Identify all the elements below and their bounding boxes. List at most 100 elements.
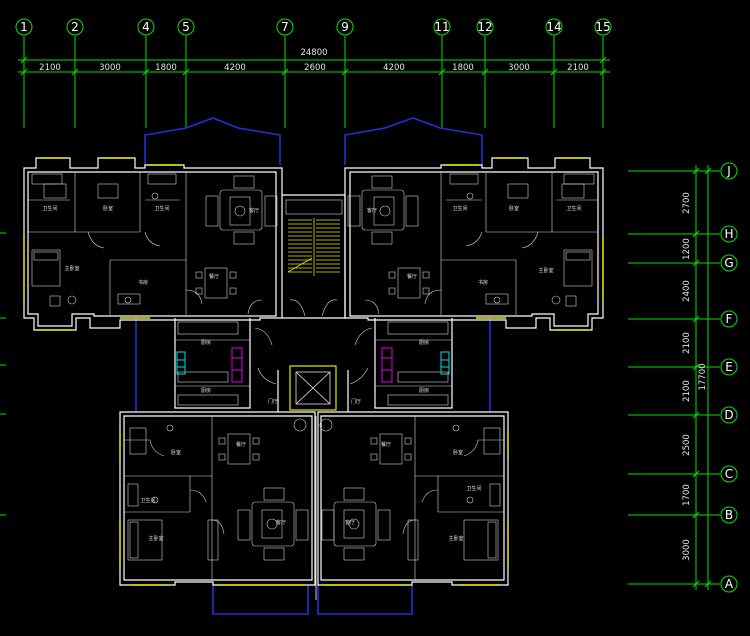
top-dimensions: 24800 2100 3000 1800 4200 2600 4200 1800… [39,48,589,73]
living-furniture-upper-left [205,175,278,245]
column-axis-bubbles: 1 2 4 5 7 9 11 12 14 15 [15,18,612,36]
dim-4-5: 1800 [155,63,177,73]
axis-bubble-15: 15 [594,18,612,36]
axis-bubble-4: 4 [137,18,155,36]
room-label-master-bedroom-ll: 主卧室 [148,535,163,542]
svg-text:9: 9 [341,20,349,34]
axis-bubble-7: 7 [276,18,294,36]
svg-text:A: A [725,577,734,591]
bay-window-bottom-right [317,585,413,615]
dim-14-15: 2100 [567,63,589,73]
room-label-guest-bath-ur: 卫生间 [566,205,581,212]
svg-text:J: J [726,164,731,178]
room-label-living-ll: 客厅 [276,519,286,526]
dim-5-7: 4200 [224,63,246,73]
living-furniture-upper-right [347,175,419,245]
svg-text:5: 5 [182,20,190,34]
dim-2-4: 3000 [99,63,121,73]
room-label-bedroom-ul: 卧室 [103,205,113,212]
room-label-living-ur: 客厅 [367,207,377,214]
axis-bubble-12: 12 [476,18,494,36]
dim-11-12: 1800 [452,63,474,73]
dim-9-11: 4200 [383,63,405,73]
dim-G-F: 2400 [682,280,692,302]
svg-text:4: 4 [142,20,150,34]
dim-J-H: 2700 [682,192,692,214]
dining-tables [195,267,430,465]
axis-bubble-A: A [720,575,738,593]
room-label-living-ul: 客厅 [249,207,259,214]
dim-B-A: 3000 [682,539,692,561]
room-label-master-bedroom-ur: 主卧室 [538,267,553,274]
dim-7-9: 2600 [304,63,326,73]
room-label-master-bedroom-lr: 主卧室 [448,535,463,542]
unit-lower-right-outline [317,411,509,586]
room-label-living-lr: 客厅 [345,519,355,526]
svg-text:G: G [724,256,733,270]
unit-upper-right-outline [344,157,604,331]
living-furniture-lower-left [237,487,309,561]
svg-text:1: 1 [20,20,28,34]
room-label-kitchen-r1: 厨房 [419,339,429,346]
axis-bubble-9: 9 [336,18,354,36]
right-dimensions: 2700 1200 2400 2100 2100 2500 1700 3000 … [682,192,708,561]
svg-text:15: 15 [595,20,610,34]
dim-E-D: 2100 [682,380,692,402]
row-axis-bubbles: J H G F E D C B A [720,162,738,593]
room-label-study-ul: 书房 [138,279,148,286]
bath-fixtures [31,173,595,507]
room-label-kitchen-l2: 厨房 [201,387,211,394]
room-label-hall-left: 门厅 [268,398,278,405]
elevator-shaft [289,365,337,411]
room-label-guest-bath-ul: 卫生间 [42,205,57,212]
svg-text:12: 12 [477,20,492,34]
building-plan: 卫生间 卧室 卫生间 客厅 主卧室 书房 餐厅 客厅 卫生间 卧室 卫生间 餐厅… [23,117,604,615]
room-label-dining-lr: 餐厅 [381,441,391,448]
beds [31,183,593,561]
stair-treads [287,218,340,276]
overall-width: 24800 [300,48,327,58]
bay-window-bottom-left [212,585,309,615]
axis-bubble-1: 1 [15,18,33,36]
axis-bubble-D: D [720,406,738,424]
svg-text:H: H [724,227,733,241]
room-label-dining-ll: 餐厅 [236,441,246,448]
svg-text:11: 11 [434,20,449,34]
unit-upper-left-outline [23,157,283,331]
dim-12-14: 3000 [508,63,530,73]
axis-bubble-11: 11 [433,18,451,36]
room-label-kitchen-r2: 厨房 [419,387,429,394]
axis-bubble-C: C [720,465,738,483]
axis-bubble-2: 2 [66,18,84,36]
svg-text:7: 7 [281,20,289,34]
axis-bubble-G: G [720,254,738,272]
dim-F-E: 2100 [682,332,692,354]
svg-text:2: 2 [71,20,79,34]
svg-text:D: D [724,408,733,422]
room-label-study-ur: 书房 [478,279,488,286]
axis-bubble-J: J [720,162,738,180]
room-label-kitchen-l1: 厨房 [201,339,211,346]
room-label-master-bath-ur: 卫生间 [452,205,467,212]
room-label-bath-lr: 卫生间 [466,485,481,492]
bay-window-top-right [344,117,483,165]
axis-bubble-5: 5 [177,18,195,36]
room-label-master-bedroom-ul: 主卧室 [64,265,79,272]
dim-1-2: 2100 [39,63,61,73]
core-middle-outline [174,318,453,409]
dim-C-B: 1700 [682,484,692,506]
room-label-master-bath-ul: 卫生间 [154,205,169,212]
axis-bubble-F: F [720,310,738,328]
svg-text:B: B [725,508,733,522]
study-desks [49,293,577,561]
svg-text:C: C [725,467,733,481]
overall-depth: 17700 [698,363,708,390]
room-label-bedroom-ll: 卧室 [171,449,181,456]
room-label-bedroom-lr: 卧室 [453,449,463,456]
doors [87,231,539,535]
axis-bubble-B: B [720,506,738,524]
axis-bubble-14: 14 [545,18,563,36]
axis-grid [0,36,720,590]
room-label-bedroom-ur: 卧室 [509,205,519,212]
